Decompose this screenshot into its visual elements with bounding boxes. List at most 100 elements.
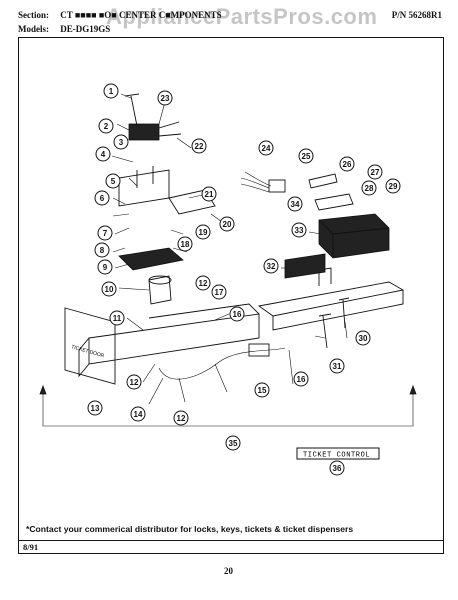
callout-28: 28: [361, 180, 377, 196]
callout-21: 21: [201, 186, 217, 202]
callout-27: 27: [367, 164, 383, 180]
callout-label: 25: [302, 152, 311, 161]
callout-4: 4: [95, 146, 111, 162]
callout-10: 10: [101, 281, 117, 297]
callout-13: 13: [87, 400, 103, 416]
callout-12b: 12: [195, 275, 211, 291]
callout-label: 20: [223, 220, 232, 229]
callout-5: 5: [105, 173, 121, 189]
callout-6: 6: [94, 190, 110, 206]
motor-10: [148, 275, 172, 305]
callout-8: 8: [94, 242, 110, 258]
callout-label: 30: [359, 334, 368, 343]
callout-23: 23: [157, 90, 173, 106]
exploded-parts-diagram: TICKET DOOR: [39, 83, 417, 476]
main-plate: [78, 303, 260, 378]
callout-12a: 12: [126, 374, 142, 390]
callout-label: 4: [101, 150, 106, 159]
callout-26: 26: [339, 156, 355, 172]
callout-25: 25: [298, 148, 314, 164]
callout-label: 2: [104, 122, 109, 131]
section-label: Section:: [18, 10, 49, 20]
callout-34: 34: [287, 196, 303, 212]
callout-label: 5: [111, 177, 116, 186]
models-label: Models:: [18, 24, 49, 34]
callout-1: 1: [103, 83, 119, 99]
ticket-door-label: TICKET DOOR: [70, 344, 105, 359]
fuse-26: [308, 173, 338, 189]
ticket-door: TICKET DOOR: [64, 307, 116, 385]
callout-label: 34: [291, 200, 300, 209]
transformer-33: [318, 213, 390, 259]
callout-label: 14: [134, 410, 143, 419]
callout-35: 35: [225, 435, 241, 451]
callout-label: 19: [199, 228, 208, 237]
callout-29: 29: [385, 178, 401, 194]
callout-2: 2: [98, 118, 114, 134]
callout-label: 12: [130, 378, 139, 387]
callout-30: 30: [355, 330, 371, 346]
callout-14: 14: [130, 406, 146, 422]
callout-16a: 16: [229, 306, 245, 322]
solenoid-2: [128, 121, 182, 141]
callout-24: 24: [258, 140, 274, 156]
callout-7: 7: [97, 225, 113, 241]
control-board-9: [118, 247, 184, 271]
ticket-control-label: TICKET CONTROL: [303, 452, 370, 460]
callout-3: 3: [113, 134, 129, 150]
callout-label: 36: [333, 464, 342, 473]
footer-bar: 8/91: [18, 541, 444, 554]
screw-31: [318, 313, 332, 349]
distributor-note: *Contact your commerical distributor for…: [26, 524, 354, 534]
callout-16b: 16: [293, 371, 309, 387]
callout-label: 6: [100, 194, 105, 203]
callout-11: 11: [109, 310, 125, 326]
callout-9: 9: [97, 259, 113, 275]
wiring-15: [158, 343, 286, 380]
callout-17: 17: [211, 284, 227, 300]
callout-label: 9: [103, 263, 108, 272]
part-number: P/N 56268R1: [391, 10, 442, 20]
callout-label: 10: [105, 285, 114, 294]
callout-label: 12: [199, 279, 208, 288]
callout-18: 18: [177, 236, 193, 252]
callout-label: 13: [91, 404, 100, 413]
callout-label: 18: [181, 240, 190, 249]
callout-label: 15: [258, 386, 267, 395]
callout-31: 31: [329, 358, 345, 374]
callout-33: 33: [291, 222, 307, 238]
callout-label: 22: [195, 142, 204, 151]
section-value: CT ■■■■ ■O■ CENTER C■MPONENTS: [60, 10, 222, 20]
callout-label: 26: [343, 160, 352, 169]
callout-12c: 12: [173, 410, 189, 426]
models-value: DE-DG19GS: [60, 24, 111, 34]
watermark: AppliancePartsPros.com: [106, 4, 378, 29]
callout-label: 28: [365, 184, 374, 193]
callout-label: 3: [119, 138, 124, 147]
ticket-control-label-box: TICKET CONTROL: [296, 447, 380, 460]
callout-label: 12: [177, 414, 186, 423]
callout-label: 21: [205, 190, 214, 199]
callout-label: 29: [389, 182, 398, 191]
screw-30: [338, 297, 350, 329]
diagram-frame: TICKET DOOR: [18, 37, 444, 541]
callout-22: 22: [191, 138, 207, 154]
bracket-5: [118, 166, 170, 207]
heat-sink-32: [284, 253, 326, 279]
mechanism-20: [168, 189, 216, 215]
callout-label: 8: [100, 246, 105, 255]
callout-label: 27: [371, 168, 380, 177]
callout-32: 32: [263, 258, 279, 274]
callout-label: 24: [262, 144, 271, 153]
revision-date: 8/91: [23, 542, 39, 552]
callout-label: 11: [113, 314, 122, 323]
callout-label: 17: [215, 288, 224, 297]
callout-label: 32: [267, 262, 276, 271]
callout-19: 19: [195, 224, 211, 240]
callout-label: 16: [297, 375, 306, 384]
callout-20: 20: [219, 216, 235, 232]
callout-label: 35: [229, 439, 238, 448]
callout-label: 16: [233, 310, 242, 319]
callout-label: 33: [295, 226, 304, 235]
callout-label: 1: [109, 87, 114, 96]
